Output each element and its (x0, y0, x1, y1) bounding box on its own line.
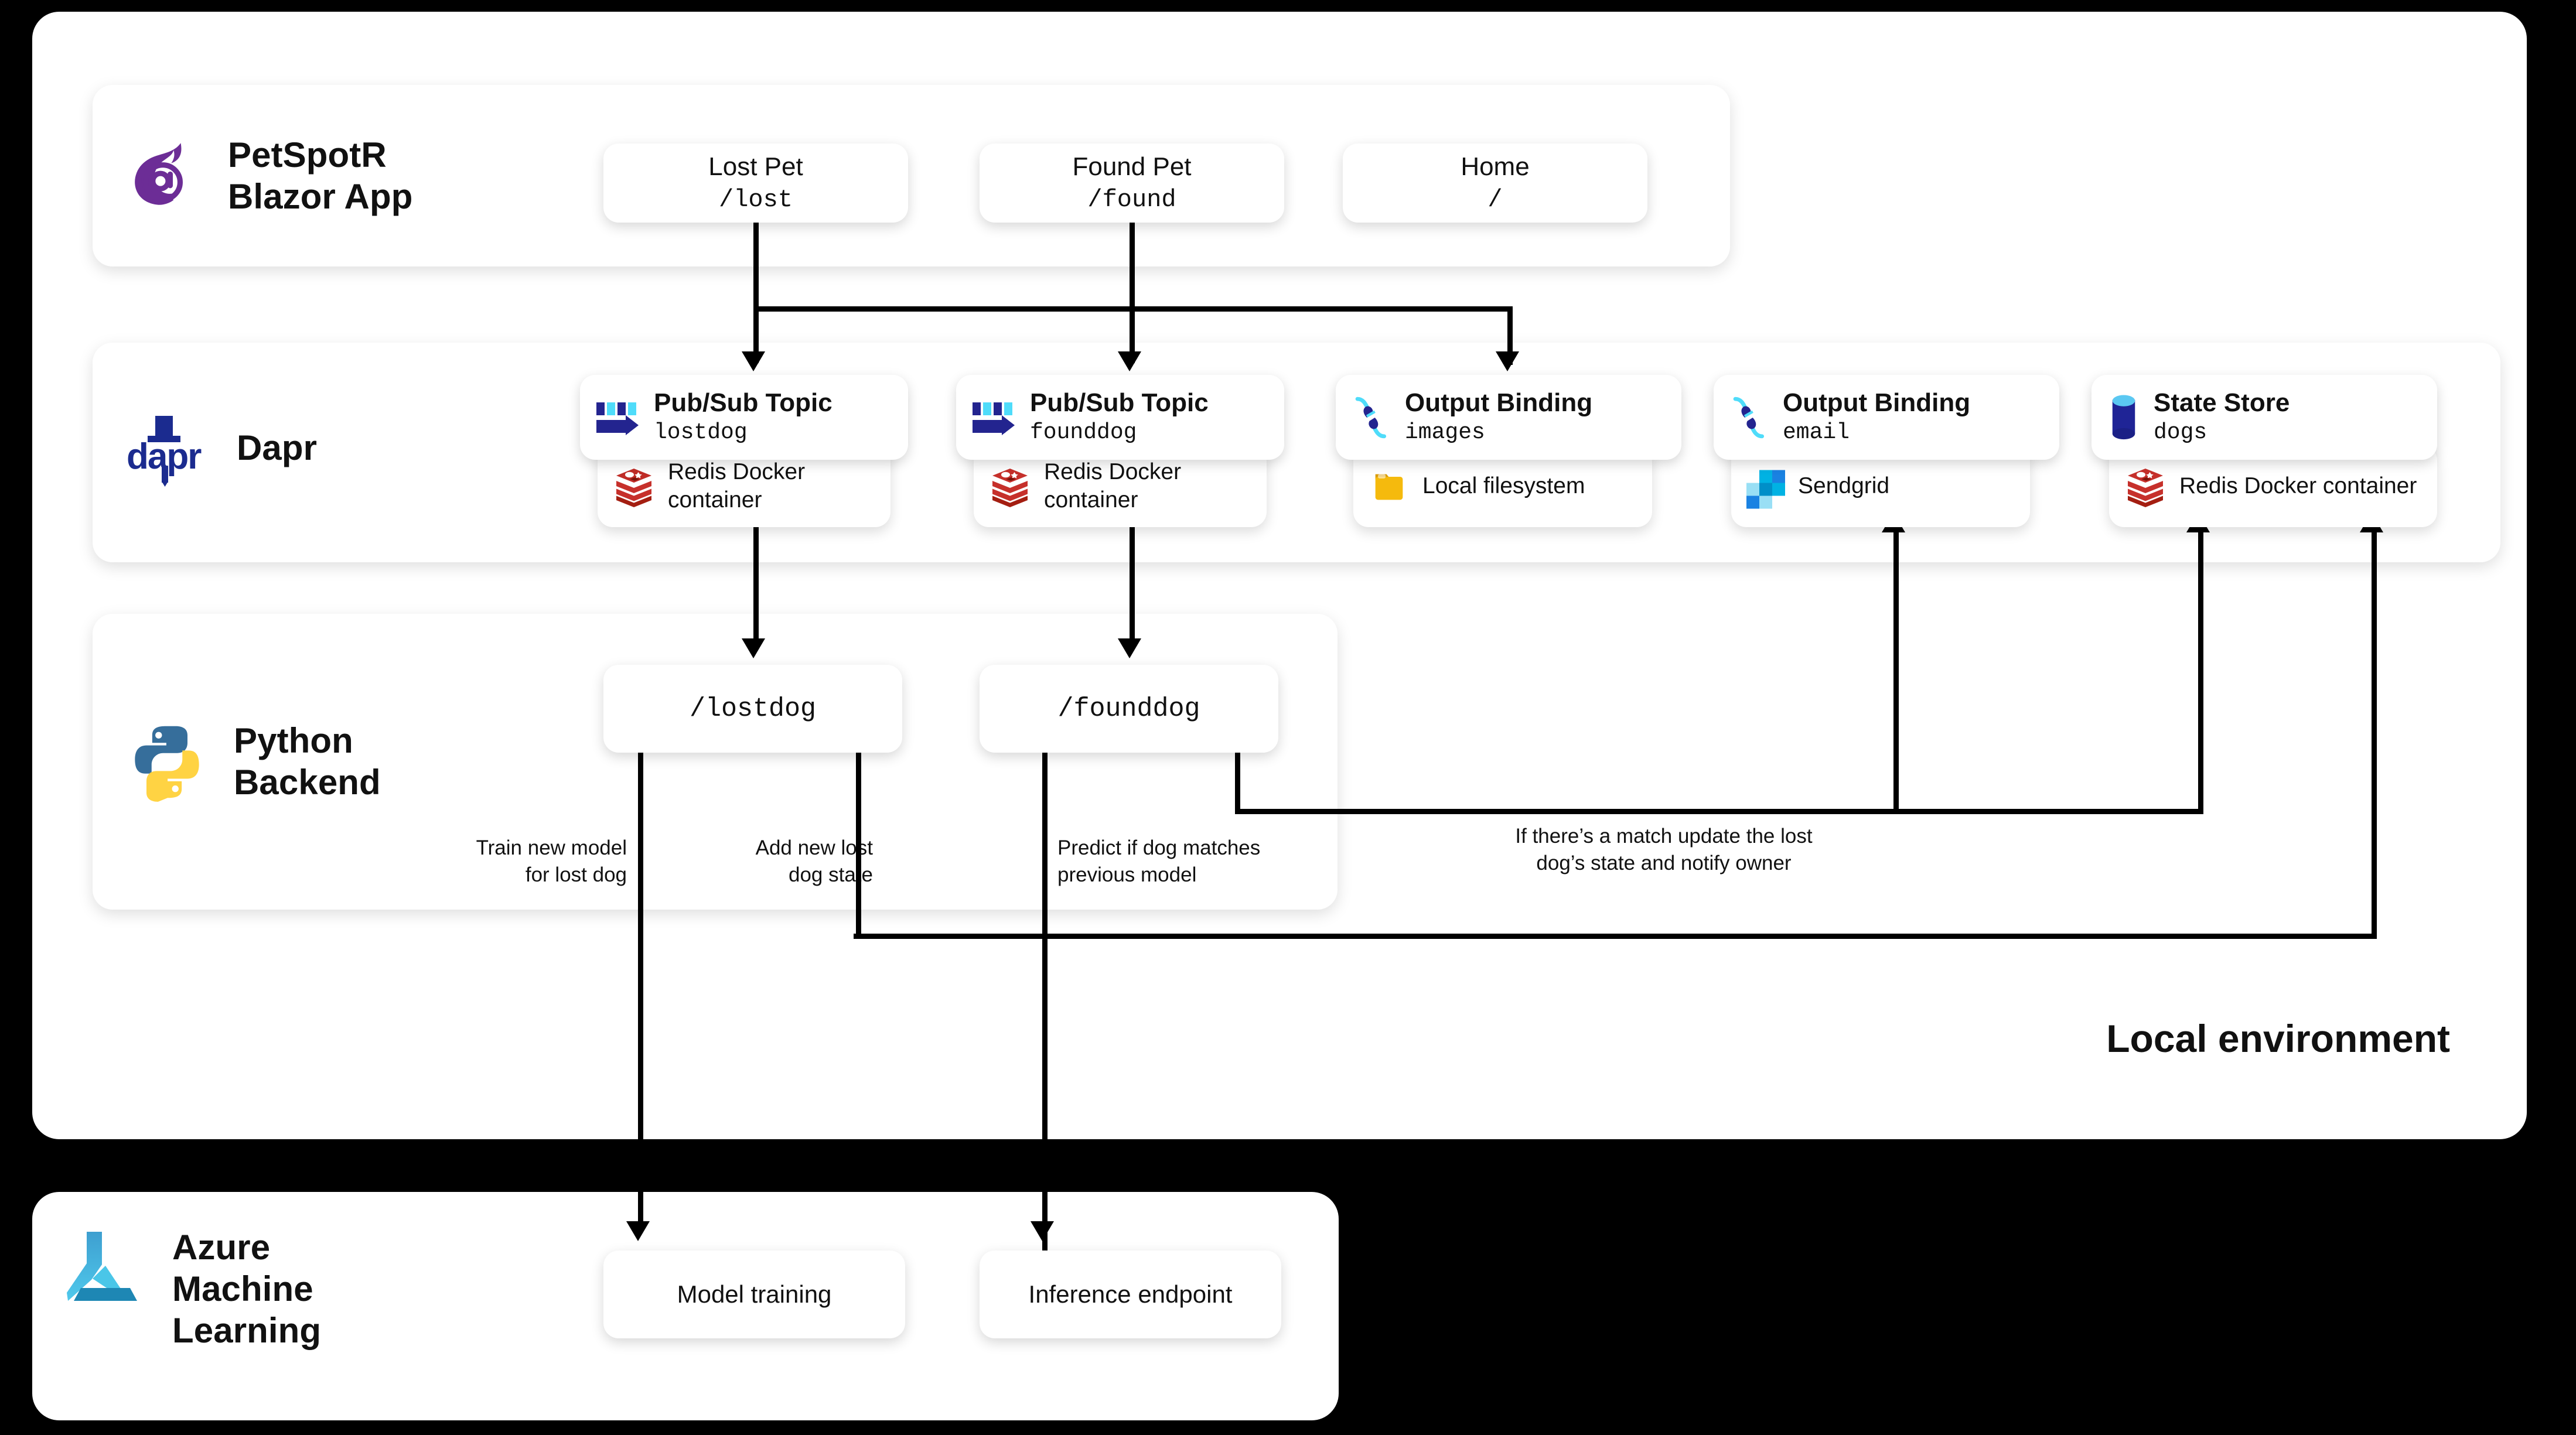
python-backend-band (93, 614, 1338, 910)
dapr-logo: dapr (123, 410, 211, 487)
python-section-label: Python Backend (234, 720, 381, 804)
connector-return-bus-lower (854, 934, 2377, 939)
python-title-line1: Python (234, 721, 353, 760)
connector-arrow (742, 638, 765, 658)
route-title: Lost Pet (708, 152, 803, 182)
dapr-section-label: Dapr (237, 428, 318, 467)
route-title: Found Pet (1072, 152, 1192, 182)
backing-store-label: Redis Docker container (668, 459, 806, 512)
python-section-heading: Python Backend (126, 720, 381, 804)
azure-node-inference-endpoint[interactable]: Inference endpoint (980, 1250, 1281, 1338)
azure-section-heading: Azure Machine Learning (64, 1227, 321, 1351)
dapr-component-card[interactable]: Output Binding images (1336, 375, 1681, 460)
connector-arrow (1496, 351, 1519, 371)
annotation-add-new-lost-dog-state: Add new lost dog state (755, 836, 873, 887)
redis-icon (989, 465, 1031, 507)
connector-founddog-return (1235, 753, 1240, 814)
dapr-component-output-binding-email[interactable]: Sendgrid Output Binding email (1714, 375, 2059, 527)
redis-icon (2124, 465, 2166, 507)
pubsub-icon (595, 399, 641, 436)
database-icon (2107, 392, 2141, 443)
dapr-component-name: founddog (1030, 420, 1137, 446)
annotation-match-update-notify: If there’s a match update the lost dog’s… (1515, 825, 1813, 875)
connector-arrow (1118, 638, 1141, 658)
connector-found-to-pubsub (1130, 223, 1135, 363)
dapr-component-state-store-dogs[interactable]: Redis Docker container State Store dogs (2091, 375, 2437, 527)
pubsub-icon (971, 399, 1017, 436)
python-title-line2: Backend (234, 762, 381, 802)
dapr-component-name: dogs (2154, 420, 2207, 446)
route-path: /found (1087, 185, 1176, 214)
dapr-component-card[interactable]: Pub/Sub Topic founddog (956, 375, 1284, 460)
connector-lost-to-pubsub (753, 223, 759, 363)
azure-ml-logo (64, 1227, 146, 1315)
route-card-found-pet[interactable]: Found Pet /found (980, 144, 1284, 223)
backing-store-label: Local filesystem (1422, 473, 1585, 499)
plug-icon (1351, 394, 1392, 442)
route-card-lost-pet[interactable]: Lost Pet /lost (603, 144, 908, 223)
dapr-component-title: Pub/Sub Topic (654, 388, 832, 418)
connector-bus-to-images (1507, 306, 1513, 365)
dapr-component-title: Pub/Sub Topic (1030, 388, 1209, 418)
plug-icon (1729, 394, 1770, 442)
blazor-title-line1: PetSpotR (228, 135, 387, 175)
dapr-component-output-binding-images[interactable]: Local filesystem Output Binding images (1336, 375, 1681, 527)
python-logo (126, 721, 208, 803)
blazor-section-heading: PetSpotR Blazor App (126, 135, 412, 218)
redis-icon (613, 465, 655, 507)
connector-arrow (1118, 351, 1141, 371)
route-path: /lost (718, 185, 793, 214)
connector-return-to-state-store (2198, 530, 2203, 811)
dapr-component-pubsub-founddog[interactable]: Redis Docker container Pub/Sub Topic fou… (956, 375, 1284, 527)
connector-lostdog-to-state-store (856, 753, 861, 939)
dapr-component-title: State Store (2154, 388, 2290, 418)
backing-store-label: Redis Docker container (1044, 459, 1182, 512)
dapr-component-title: Output Binding (1783, 388, 1971, 418)
connector-arrow (1031, 1221, 1054, 1241)
connector-lower-return-to-state-store (2372, 530, 2377, 936)
connector-arrow (626, 1221, 650, 1241)
blazor-section-label: PetSpotR Blazor App (228, 135, 412, 218)
connector-return-bus-upper (1235, 809, 2203, 814)
local-environment-label: Local environment (2106, 1017, 2450, 1060)
connector-return-to-email-binding (1893, 530, 1899, 811)
azure-section-label: Azure Machine Learning (172, 1228, 322, 1350)
route-path: / (1487, 185, 1503, 214)
dapr-component-title: Output Binding (1405, 388, 1593, 418)
blazor-title-line2: Blazor App (228, 176, 413, 216)
dapr-component-name: images (1405, 420, 1485, 446)
folder-icon (1369, 466, 1410, 507)
blazor-logo (126, 138, 202, 214)
route-title: Home (1461, 152, 1530, 182)
sendgrid-icon (1746, 467, 1785, 509)
azure-node-model-training[interactable]: Model training (603, 1250, 905, 1338)
python-endpoint-lostdog[interactable]: /lostdog (603, 665, 902, 753)
connector-founddog-to-inference (1042, 753, 1048, 1250)
annotation-predict-if-dog-matches: Predict if dog matches previous model (1057, 836, 1261, 887)
dapr-component-name: lostdog (654, 420, 748, 446)
connector-arrow (742, 351, 765, 371)
dapr-section-heading: dapr Dapr (123, 410, 318, 487)
connector-bus-horizontal (753, 306, 1513, 312)
dapr-component-card[interactable]: Output Binding email (1714, 375, 2059, 460)
python-endpoint-founddog[interactable]: /founddog (980, 665, 1278, 753)
connector-pubsub-to-lostdog (753, 527, 759, 647)
dapr-component-card[interactable]: State Store dogs (2091, 375, 2437, 460)
dapr-component-name: email (1783, 420, 1850, 446)
connector-lostdog-to-model-training (638, 753, 643, 1230)
backing-store-label: Sendgrid (1798, 473, 1890, 499)
backing-store-label: Redis Docker container (2179, 473, 2417, 499)
connector-pubsub-to-founddog (1130, 527, 1135, 647)
route-card-home[interactable]: Home / (1343, 144, 1647, 223)
annotation-train-new-model: Train new model for lost dog (476, 836, 627, 887)
dapr-component-pubsub-lostdog[interactable]: Redis Docker container Pub/Sub Topic los… (580, 375, 908, 527)
dapr-component-card[interactable]: Pub/Sub Topic lostdog (580, 375, 908, 460)
